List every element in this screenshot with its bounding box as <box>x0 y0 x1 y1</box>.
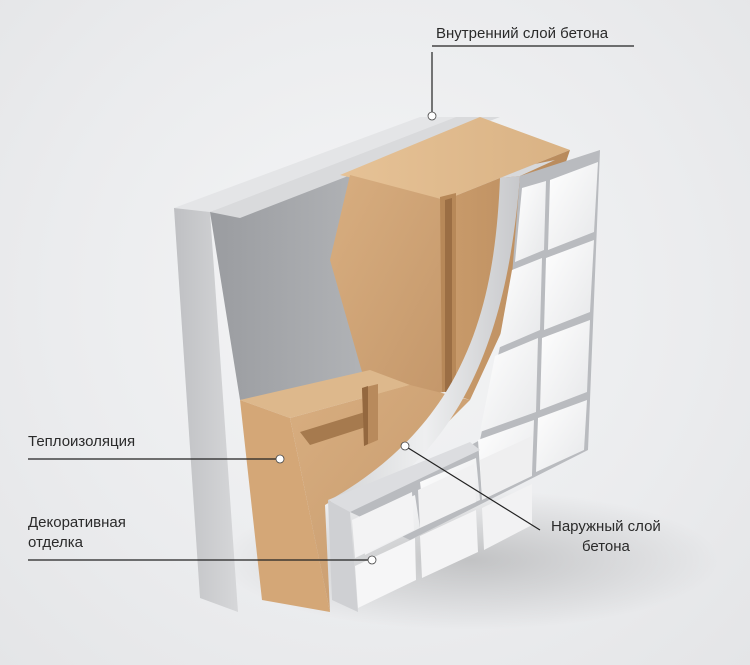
leader-decorative <box>28 555 377 565</box>
tile-f2 <box>355 538 416 608</box>
label-decorative-line1: Декоративная <box>28 514 126 531</box>
label-insulation-text: Теплоизоляция <box>28 433 136 450</box>
tile-f1 <box>352 492 414 558</box>
insulation-rear-block <box>330 175 445 400</box>
tile-m3 <box>480 338 538 432</box>
tile-f6 <box>482 484 532 550</box>
tile-m2 <box>498 258 542 348</box>
tile-f5 <box>480 436 532 500</box>
outer-concrete-edge <box>500 160 555 178</box>
insulation-notch <box>300 412 372 445</box>
insulation-top <box>340 117 570 200</box>
cladding-top <box>328 442 480 512</box>
label-outer-concrete-line2: бетона <box>581 538 630 555</box>
insulation-step-front <box>240 400 330 612</box>
tile-r2 <box>544 240 594 330</box>
tile-r3 <box>540 320 590 410</box>
insulation-notch-post-shade <box>362 386 368 446</box>
insulation-step-top <box>240 370 410 418</box>
insulation-groove-shadow <box>445 198 452 392</box>
tile-f4 <box>420 510 478 578</box>
label-outer-concrete: Наружный слой бетона <box>551 517 661 557</box>
cladding-front <box>328 500 358 612</box>
leader-insulation <box>28 454 285 464</box>
tile-r1 <box>548 162 598 250</box>
label-decorative: Декоративная отделка <box>28 513 126 553</box>
tile-r4 <box>536 400 587 472</box>
inner-concrete-left-face <box>174 208 238 612</box>
leader-inner-concrete <box>427 45 634 121</box>
label-insulation: Теплоизоляция <box>28 432 135 452</box>
label-outer-concrete-line1: Наружный слой <box>551 518 661 535</box>
label-inner-concrete-text: Внутренний слой бетона <box>436 25 609 42</box>
leader-outer-concrete <box>400 441 541 531</box>
inner-concrete-top <box>174 117 456 212</box>
tile-f3 <box>418 464 476 528</box>
label-decorative-line2: отделка <box>28 534 83 551</box>
outer-concrete-curve <box>330 176 520 512</box>
label-inner-concrete: Внутренний слой бетона <box>436 24 608 44</box>
tile-m1 <box>515 181 546 262</box>
